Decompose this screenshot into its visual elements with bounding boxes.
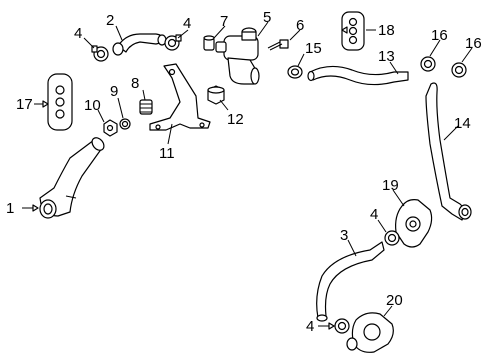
leader-arrowheads — [32, 26, 348, 330]
callout-10: 10 — [84, 97, 101, 114]
callout-6: 6 — [296, 17, 304, 34]
leader-lines — [22, 21, 473, 327]
callout-4-top-mid: 4 — [183, 15, 191, 32]
callout-2: 2 — [106, 12, 114, 29]
part-16-clamp-left — [420, 56, 436, 72]
callout-8: 8 — [131, 75, 139, 92]
part-5-valve — [215, 27, 260, 85]
part-2-hose — [112, 33, 167, 56]
part-11-bracket — [149, 63, 211, 131]
part-13-hose — [307, 65, 409, 86]
part-4-clamp-bottom — [334, 318, 350, 334]
leader-8 — [142, 89, 146, 101]
leader-14 — [443, 125, 459, 141]
part-14-hose — [425, 82, 472, 221]
part-8-spring — [139, 99, 153, 115]
part-17-gasket — [47, 73, 73, 131]
callout-4-bottom: 4 — [306, 318, 314, 335]
part-20-pump — [346, 312, 394, 353]
part-18-gasket — [341, 11, 365, 51]
part-4-clamp-top-mid — [164, 34, 182, 51]
callout-9: 9 — [110, 83, 118, 100]
part-6-bolt — [267, 39, 289, 51]
part-15-clamp — [287, 65, 303, 79]
callout-12: 12 — [227, 111, 244, 128]
leader-16b — [461, 47, 473, 63]
leader-3 — [347, 239, 357, 257]
part-1-pipe — [39, 137, 105, 219]
part-16-clamp-right — [451, 62, 467, 78]
callout-4-mid-right: 4 — [370, 206, 378, 223]
leader-16a — [429, 39, 441, 57]
leader-6 — [289, 29, 301, 41]
callout-14: 14 — [454, 115, 471, 132]
leader-7 — [213, 25, 226, 39]
leader-20 — [383, 305, 393, 317]
leader-9 — [117, 97, 124, 119]
callout-16-right: 16 — [465, 35, 482, 52]
leader-19 — [392, 189, 405, 207]
callout-11: 11 — [159, 145, 175, 162]
callout-19: 19 — [382, 177, 399, 194]
leader-13 — [389, 61, 399, 75]
callout-13: 13 — [378, 48, 395, 65]
part-4-clamp-top-left — [91, 45, 109, 62]
leader-15 — [297, 53, 305, 67]
leader-4c — [377, 219, 387, 233]
leader-2 — [115, 25, 123, 41]
leader-4a — [83, 37, 95, 49]
callout-4-top-left: 4 — [74, 25, 82, 42]
part-19-flange — [395, 199, 433, 248]
callout-18: 18 — [378, 22, 395, 39]
part-10-nut — [103, 119, 118, 137]
part-3-hose — [316, 241, 385, 322]
callout-7: 7 — [220, 13, 228, 30]
leader-5 — [257, 21, 269, 37]
callout-20: 20 — [386, 292, 403, 309]
leader-10 — [97, 109, 105, 123]
leader-4b — [177, 29, 189, 39]
leader-11 — [167, 123, 173, 145]
part-9-washer — [119, 118, 131, 130]
callout-15: 15 — [305, 40, 322, 57]
leader-12 — [219, 99, 229, 111]
callout-3: 3 — [340, 227, 348, 244]
callout-16-left: 16 — [431, 27, 448, 44]
part-4-clamp-mid-right — [384, 230, 400, 246]
callout-labels: 1 2 3 4 4 4 4 5 6 7 8 9 10 11 12 13 14 1… — [6, 9, 482, 335]
callout-5: 5 — [263, 9, 271, 26]
callout-1: 1 — [6, 200, 14, 217]
part-7-fitting — [203, 35, 215, 51]
callout-17: 17 — [16, 96, 33, 113]
part-12-nut — [207, 85, 225, 105]
